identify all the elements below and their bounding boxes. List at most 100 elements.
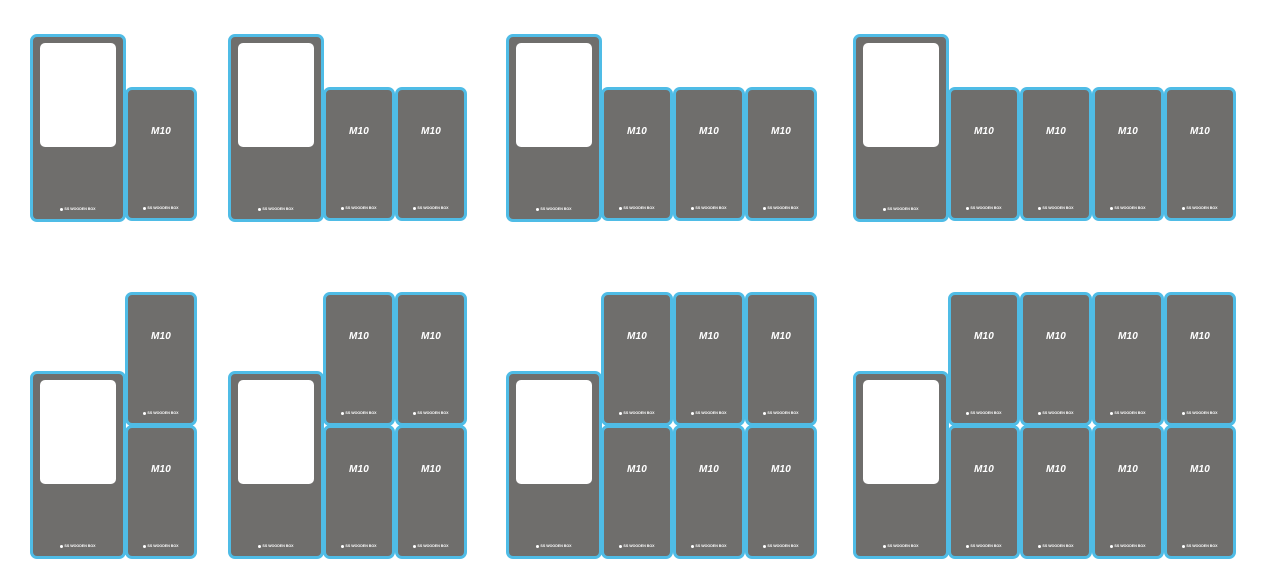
brand-logo: SS WOODEN BOX [951,544,1017,548]
main-unit: SS WOODEN BOX [506,34,602,222]
display-window [863,380,939,484]
module-model-label: M10 [770,464,792,475]
display-window [40,43,116,147]
module-model-label: M10 [626,331,648,342]
brand-text: SS WOODEN BOX [695,206,727,210]
module-model-label: M10 [1045,331,1067,342]
brand-mark-icon [763,544,767,548]
expansion-module: M10 SS WOODEN BOX [601,87,673,221]
brand-mark-icon [536,207,540,211]
brand-text: SS WOODEN BOX [417,411,449,415]
expansion-module: M10 SS WOODEN BOX [601,292,673,426]
main-unit: SS WOODEN BOX [30,371,126,559]
main-unit: SS WOODEN BOX [228,34,324,222]
brand-mark-icon [413,206,417,210]
brand-text: SS WOODEN BOX [1186,206,1218,210]
brand-logo: SS WOODEN BOX [748,411,814,415]
brand-text: SS WOODEN BOX [767,411,799,415]
brand-logo: SS WOODEN BOX [676,411,742,415]
brand-mark-icon [60,544,64,548]
module-model-label: M10 [348,464,370,475]
brand-logo: SS WOODEN BOX [33,207,123,211]
brand-mark-icon [1038,206,1042,210]
brand-logo: SS WOODEN BOX [1023,544,1089,548]
brand-mark-icon [1182,411,1186,415]
brand-text: SS WOODEN BOX [1114,206,1146,210]
module-model-label: M10 [973,126,995,137]
module-model-label: M10 [420,126,442,137]
brand-text: SS WOODEN BOX [695,544,727,548]
brand-text: SS WOODEN BOX [64,544,96,548]
expansion-module: M10 SS WOODEN BOX [1020,292,1092,426]
brand-mark-icon [619,206,623,210]
brand-logo: SS WOODEN BOX [951,206,1017,210]
brand-text: SS WOODEN BOX [64,207,96,211]
module-model-label: M10 [698,126,720,137]
brand-mark-icon [691,411,695,415]
brand-mark-icon [143,411,147,415]
module-model-label: M10 [973,464,995,475]
brand-logo: SS WOODEN BOX [604,206,670,210]
module-model-label: M10 [626,464,648,475]
brand-logo: SS WOODEN BOX [1023,411,1089,415]
brand-text: SS WOODEN BOX [1042,411,1074,415]
brand-logo: SS WOODEN BOX [326,544,392,548]
module-model-label: M10 [1189,331,1211,342]
expansion-module: M10 SS WOODEN BOX [948,425,1020,559]
brand-mark-icon [691,206,695,210]
brand-logo: SS WOODEN BOX [1095,411,1161,415]
brand-mark-icon [1110,544,1114,548]
module-model-label: M10 [420,464,442,475]
module-model-label: M10 [1189,464,1211,475]
module-model-label: M10 [150,126,172,137]
module-model-label: M10 [420,331,442,342]
brand-text: SS WOODEN BOX [1042,206,1074,210]
main-unit: SS WOODEN BOX [30,34,126,222]
display-window [40,380,116,484]
brand-mark-icon [341,206,345,210]
brand-logo: SS WOODEN BOX [33,544,123,548]
brand-text: SS WOODEN BOX [767,544,799,548]
expansion-module: M10 SS WOODEN BOX [323,425,395,559]
brand-mark-icon [341,544,345,548]
module-model-label: M10 [770,331,792,342]
brand-text: SS WOODEN BOX [1114,411,1146,415]
brand-text: SS WOODEN BOX [345,544,377,548]
brand-mark-icon [258,207,262,211]
expansion-module: M10 SS WOODEN BOX [948,87,1020,221]
brand-logo: SS WOODEN BOX [1023,206,1089,210]
brand-text: SS WOODEN BOX [623,544,655,548]
display-window [863,43,939,147]
brand-logo: SS WOODEN BOX [748,206,814,210]
module-model-label: M10 [348,331,370,342]
brand-logo: SS WOODEN BOX [676,206,742,210]
brand-mark-icon [413,411,417,415]
brand-mark-icon [1038,544,1042,548]
brand-mark-icon [1110,411,1114,415]
brand-logo: SS WOODEN BOX [676,544,742,548]
module-model-label: M10 [1189,126,1211,137]
expansion-module: M10 SS WOODEN BOX [1164,292,1236,426]
brand-logo: SS WOODEN BOX [509,207,599,211]
brand-mark-icon [691,544,695,548]
main-unit: SS WOODEN BOX [506,371,602,559]
brand-text: SS WOODEN BOX [887,207,919,211]
brand-text: SS WOODEN BOX [262,207,294,211]
module-model-label: M10 [626,126,648,137]
main-unit: SS WOODEN BOX [228,371,324,559]
brand-text: SS WOODEN BOX [540,207,572,211]
expansion-module: M10 SS WOODEN BOX [745,425,817,559]
expansion-module: M10 SS WOODEN BOX [601,425,673,559]
brand-logo: SS WOODEN BOX [398,544,464,548]
brand-mark-icon [966,411,970,415]
brand-text: SS WOODEN BOX [1186,411,1218,415]
brand-logo: SS WOODEN BOX [1095,544,1161,548]
brand-mark-icon [143,544,147,548]
brand-logo: SS WOODEN BOX [604,411,670,415]
brand-logo: SS WOODEN BOX [1167,206,1233,210]
